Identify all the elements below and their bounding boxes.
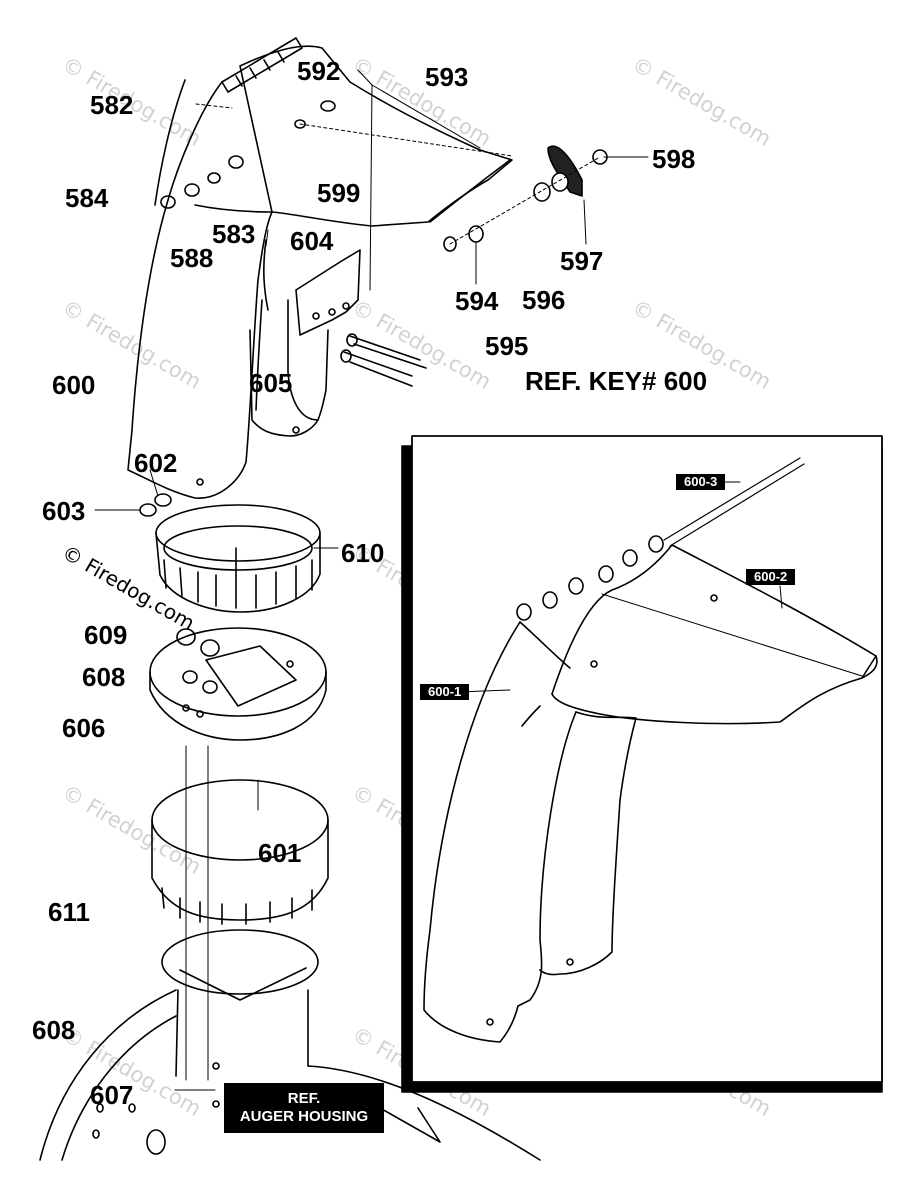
label-582: 582 xyxy=(90,90,134,120)
tag-600-1: 600-1 xyxy=(420,684,470,700)
label-601: 601 xyxy=(258,838,302,868)
chute-ring xyxy=(155,504,321,613)
label-605: 605 xyxy=(249,368,293,398)
label-596: 596 xyxy=(522,285,566,315)
label-594: 594 xyxy=(455,286,499,316)
lower-ring xyxy=(151,745,329,1081)
base-collar xyxy=(39,929,541,1161)
label-602: 602 xyxy=(134,448,178,478)
deflector-bracket xyxy=(249,249,427,437)
label-608-lower: 608 xyxy=(32,1015,76,1045)
label-606: 606 xyxy=(62,713,106,743)
label-588: 588 xyxy=(170,243,214,273)
label-600: 600 xyxy=(52,370,96,400)
label-595: 595 xyxy=(485,331,529,361)
auger-housing-ref: REF. AUGER HOUSING xyxy=(224,1083,384,1133)
label-593: 593 xyxy=(425,62,469,92)
label-603: 603 xyxy=(42,496,86,526)
label-608-upper: 608 xyxy=(82,662,126,692)
inset-detail xyxy=(401,435,883,1093)
label-583: 583 xyxy=(212,219,256,249)
label-599: 599 xyxy=(317,178,361,208)
tag-600-3: 600-3 xyxy=(676,474,726,490)
auger-ref-line1: REF. xyxy=(287,1090,321,1107)
leader-lines xyxy=(94,69,649,1091)
tag-600-2: 600-2 xyxy=(746,569,796,585)
hardware xyxy=(139,145,608,694)
label-607: 607 xyxy=(90,1080,134,1110)
auger-ref-line2: AUGER HOUSING xyxy=(239,1108,369,1125)
label-592: 592 xyxy=(297,56,341,86)
mounting-plate xyxy=(149,627,327,741)
label-584: 584 xyxy=(65,183,109,213)
label-610: 610 xyxy=(341,538,385,568)
label-611: 611 xyxy=(48,897,90,927)
label-604: 604 xyxy=(290,226,334,256)
label-598: 598 xyxy=(652,144,696,174)
label-609: 609 xyxy=(84,620,128,650)
ref-key-label: REF. KEY# 600 xyxy=(525,366,708,396)
discharge-chute xyxy=(127,37,513,499)
label-597: 597 xyxy=(560,246,604,276)
